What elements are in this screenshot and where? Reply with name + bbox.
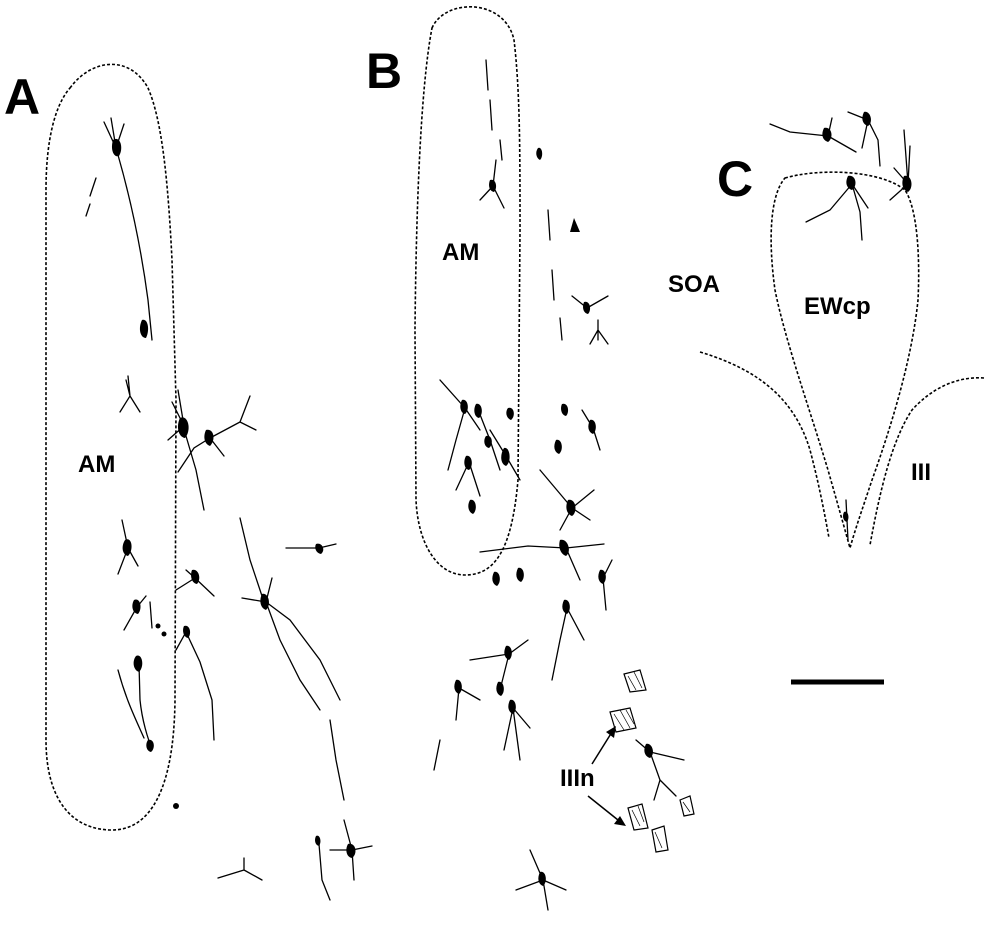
iiin-rootlets bbox=[609, 669, 695, 853]
label-iii: III bbox=[911, 459, 931, 486]
label-am-b: AM bbox=[442, 239, 479, 266]
label-ewcp: EWcp bbox=[804, 293, 871, 320]
panel-letter-a: A bbox=[4, 69, 40, 125]
iii-boundary-left bbox=[699, 351, 830, 539]
neuron-group-a bbox=[85, 117, 373, 901]
label-soa: SOA bbox=[668, 271, 720, 298]
panel-letter-c: C bbox=[717, 151, 753, 207]
iii-boundary-right bbox=[869, 377, 985, 546]
label-iiin: IIIn bbox=[560, 765, 595, 792]
am-boundary-a bbox=[45, 63, 177, 831]
neuron-group-c bbox=[769, 111, 912, 541]
ewcp-boundary bbox=[770, 171, 920, 551]
neuron-group-b bbox=[433, 59, 685, 911]
iiin-arrows bbox=[587, 726, 626, 826]
label-am-a: AM bbox=[78, 451, 115, 478]
panel-letter-b: B bbox=[366, 43, 402, 99]
am-boundary-b bbox=[414, 6, 521, 576]
